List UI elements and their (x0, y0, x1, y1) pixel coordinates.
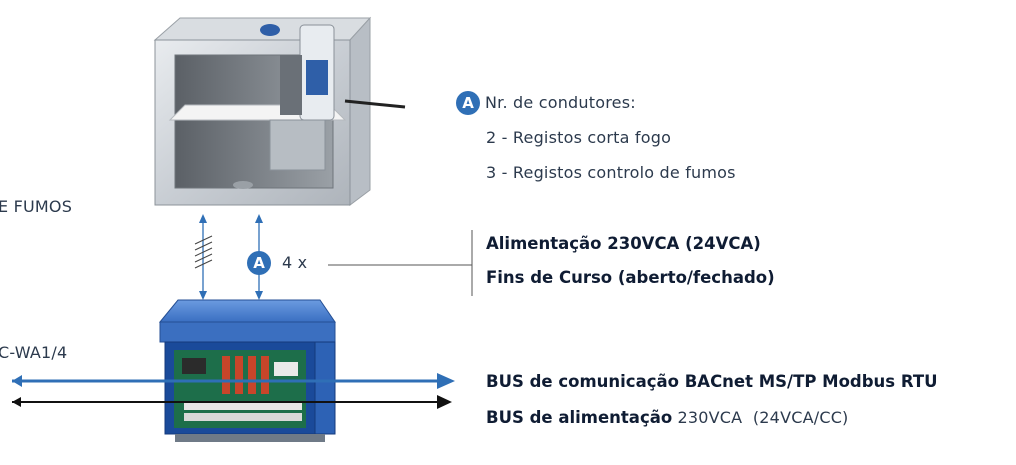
connection-badge: A (247, 251, 271, 275)
bus-power-label-rest: 230VCA (24VCA/CC) (672, 408, 849, 427)
bus-communication-label: BUS de comunicação BACnet MS/TP Modbus R… (486, 372, 938, 391)
bus-communication-arrow (12, 373, 455, 389)
fire-damper-image (153, 16, 406, 206)
cable-hatch-marks (194, 235, 213, 269)
conductors-item-2: 3 - Registos controlo de fumos (486, 163, 736, 182)
bus-power-label: BUS de alimentação 230VCA (24VCA/CC) (486, 408, 849, 427)
connection-count: 4 x (282, 253, 308, 272)
connection-line-1: Alimentação 230VCA (24VCA) (486, 234, 761, 253)
conductors-badge: A (456, 91, 480, 115)
cable-double-arrow (199, 214, 207, 300)
conductors-title: Nr. de condutores: (485, 93, 636, 112)
connection-line-2: Fins de Curso (aberto/fechado) (486, 268, 775, 287)
left-cut-label-2: C-WA1/4 (0, 343, 68, 362)
left-cut-label-1: E FUMOS (0, 197, 73, 216)
bus-power-label-bold: BUS de alimentação (486, 408, 673, 427)
conductors-item-1: 2 - Registos corta fogo (486, 128, 672, 147)
bus-power-arrow (12, 395, 452, 409)
control-module-image (158, 299, 336, 442)
